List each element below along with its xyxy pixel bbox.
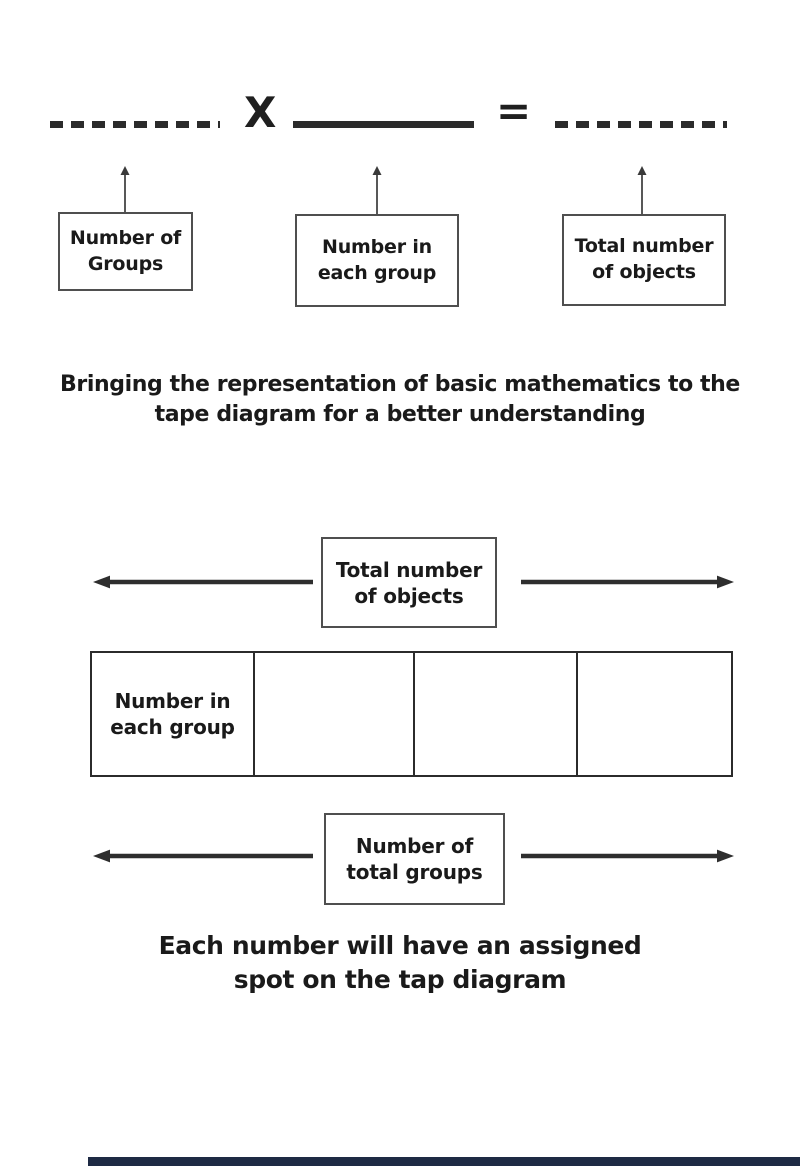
- label-line: Number in: [322, 235, 432, 258]
- label-line: of objects: [592, 261, 696, 283]
- tape-cell-empty: [415, 653, 578, 775]
- up-arrow-groups-icon: [120, 166, 130, 213]
- label-line: of objects: [354, 583, 464, 608]
- tape-groups-label-box: Number of total groups: [324, 813, 505, 905]
- tape-diagram-strip: Number in each group: [90, 651, 733, 777]
- total-span-arrow-right-icon: [521, 575, 734, 589]
- label-line: Groups: [87, 252, 164, 275]
- equals-sign: =: [496, 86, 532, 135]
- label-line: Total number: [335, 557, 483, 582]
- up-arrow-each-group-icon: [372, 166, 382, 215]
- total-span-arrow-left-icon: [93, 575, 313, 589]
- label-line: each group: [317, 261, 437, 284]
- intro-heading-line2: tape diagram for a better understanding: [154, 402, 646, 427]
- label-box-total-number-of-objects: Total number of objects: [562, 214, 726, 306]
- groups-span-arrow-left-icon: [93, 849, 313, 863]
- tape-total-label-box: Total number of objects: [321, 537, 497, 628]
- label-box-number-in-each-group: Number in each group: [295, 214, 459, 307]
- equation-blank-groups: [50, 121, 220, 128]
- groups-span-arrow-right-icon: [521, 849, 734, 863]
- equation-blank-each-group: [293, 121, 474, 128]
- up-arrow-total-objects-icon: [637, 166, 647, 215]
- tape-cell-unit-label: Number in each group: [92, 653, 255, 775]
- label-line: Number in: [114, 689, 231, 713]
- footer-heading-line2: spot on the tap diagram: [233, 965, 567, 994]
- intro-heading: Bringing the representation of basic mat…: [0, 370, 800, 430]
- intro-heading-line1: Bringing the representation of basic mat…: [60, 372, 740, 397]
- equation-blank-total: [555, 121, 727, 128]
- label-line: total groups: [346, 860, 483, 884]
- footer-bar: [88, 1157, 800, 1166]
- multiplication-sign: X: [244, 88, 277, 137]
- footer-heading-line1: Each number will have an assigned: [158, 931, 642, 960]
- label-line: each group: [110, 715, 235, 739]
- label-line: Total number: [574, 235, 714, 258]
- label-box-number-of-groups: Number of Groups: [58, 212, 193, 291]
- label-line: Number of: [69, 226, 182, 249]
- tape-cell-empty: [578, 653, 735, 775]
- label-line: Number of: [355, 834, 474, 858]
- footer-heading: Each number will have an assigned spot o…: [0, 929, 800, 997]
- tape-cell-empty: [255, 653, 415, 775]
